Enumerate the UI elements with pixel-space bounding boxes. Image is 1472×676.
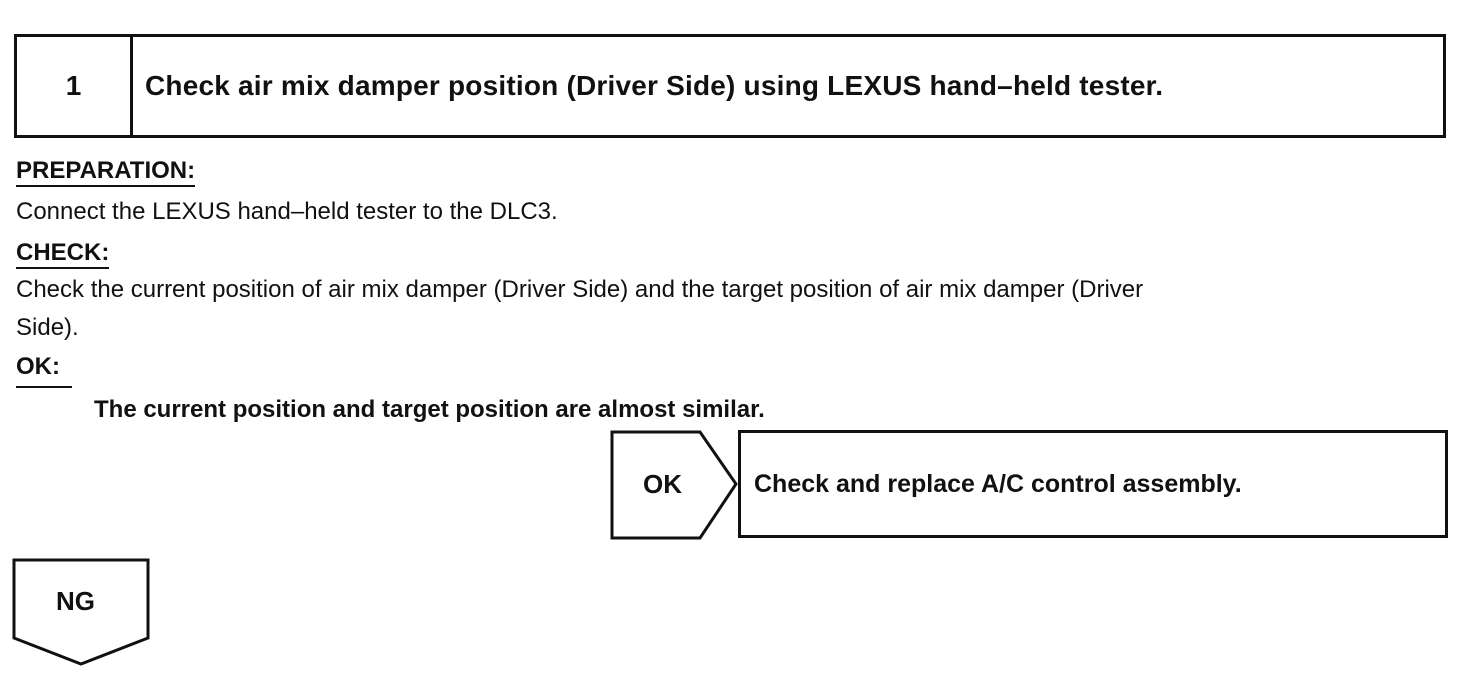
step-title: Check air mix damper position (Driver Si… bbox=[145, 70, 1164, 101]
step-number: 1 bbox=[17, 37, 133, 135]
preparation-heading: PREPARATION: bbox=[16, 158, 196, 187]
step-header-box: 1 Check air mix damper position (Driver … bbox=[14, 34, 1446, 138]
preparation-text: Connect the LEXUS hand–held tester to th… bbox=[16, 198, 558, 225]
check-heading: CHECK: bbox=[16, 240, 110, 269]
check-text-line1: Check the current position of air mix da… bbox=[16, 276, 1144, 303]
ok-branch-action-box: Check and replace A/C control assembly. bbox=[738, 430, 1448, 538]
ng-branch-label: NG bbox=[56, 586, 95, 616]
ng-branch-arrow-icon bbox=[12, 558, 150, 666]
ok-criteria-text: The current position and target position… bbox=[94, 396, 765, 423]
ok-criteria-underline bbox=[16, 386, 72, 388]
ok-criteria-heading: OK: bbox=[16, 353, 60, 380]
ok-branch-arrow-icon bbox=[610, 430, 738, 540]
check-text-line2: Side). bbox=[16, 314, 79, 341]
ok-branch-action-text: Check and replace A/C control assembly. bbox=[754, 469, 1242, 498]
ok-branch-label: OK bbox=[643, 469, 682, 499]
